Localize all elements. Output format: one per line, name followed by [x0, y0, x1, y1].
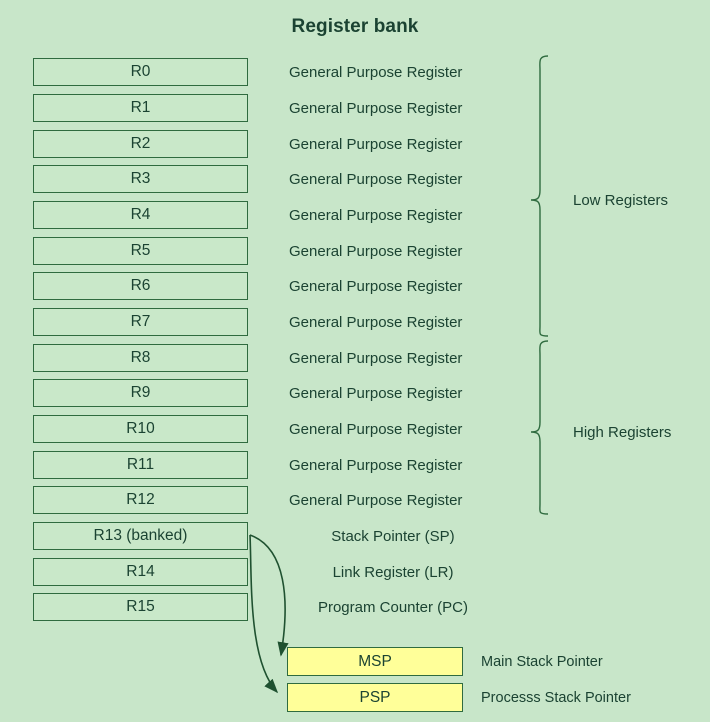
- register-box-r10[interactable]: R10: [33, 415, 248, 443]
- brace-low-registers: [530, 55, 549, 337]
- register-desc-r0: General Purpose Register: [289, 63, 463, 81]
- stack-pointer-box-msp[interactable]: MSP: [287, 647, 463, 676]
- register-desc-r4: General Purpose Register: [289, 206, 463, 224]
- register-box-r14[interactable]: R14: [33, 558, 248, 586]
- register-box-r0[interactable]: R0: [33, 58, 248, 86]
- register-desc-r12: General Purpose Register: [289, 491, 463, 509]
- register-box-r15[interactable]: R15: [33, 593, 248, 621]
- register-desc-r11: General Purpose Register: [289, 456, 463, 474]
- group-label-high-registers: High Registers: [573, 424, 672, 441]
- stack-pointer-box-psp[interactable]: PSP: [287, 683, 463, 712]
- register-box-r13[interactable]: R13 (banked): [33, 522, 248, 550]
- stack-pointer-desc-msp: Main Stack Pointer: [481, 653, 603, 670]
- brace-high-registers: [530, 340, 549, 515]
- register-desc-r3: General Purpose Register: [289, 170, 463, 188]
- register-box-r8[interactable]: R8: [33, 344, 248, 372]
- register-box-r4[interactable]: R4: [33, 201, 248, 229]
- register-desc-r6: General Purpose Register: [289, 277, 463, 295]
- register-box-r6[interactable]: R6: [33, 272, 248, 300]
- register-desc-r1: General Purpose Register: [289, 99, 463, 117]
- register-desc-r10: General Purpose Register: [289, 420, 463, 438]
- register-box-r12[interactable]: R12: [33, 486, 248, 514]
- register-box-r3[interactable]: R3: [33, 165, 248, 193]
- register-desc-r8: General Purpose Register: [289, 349, 463, 367]
- page-title: Register bank: [291, 16, 419, 37]
- register-desc-r7: General Purpose Register: [289, 313, 463, 331]
- register-box-r11[interactable]: R11: [33, 451, 248, 479]
- register-desc-r2: General Purpose Register: [289, 135, 463, 153]
- register-desc-r9: General Purpose Register: [289, 384, 463, 402]
- register-box-r1[interactable]: R1: [33, 94, 248, 122]
- register-box-r5[interactable]: R5: [33, 237, 248, 265]
- register-desc-r15: Program Counter (PC): [317, 598, 469, 616]
- register-box-r9[interactable]: R9: [33, 379, 248, 407]
- register-desc-r5: General Purpose Register: [289, 242, 463, 260]
- register-box-r7[interactable]: R7: [33, 308, 248, 336]
- stack-pointer-desc-psp: Processs Stack Pointer: [481, 689, 631, 706]
- group-label-low-registers: Low Registers: [573, 192, 669, 209]
- register-desc-r13: Stack Pointer (SP): [331, 527, 455, 545]
- register-box-r2[interactable]: R2: [33, 130, 248, 158]
- register-desc-r14: Link Register (LR): [332, 563, 454, 581]
